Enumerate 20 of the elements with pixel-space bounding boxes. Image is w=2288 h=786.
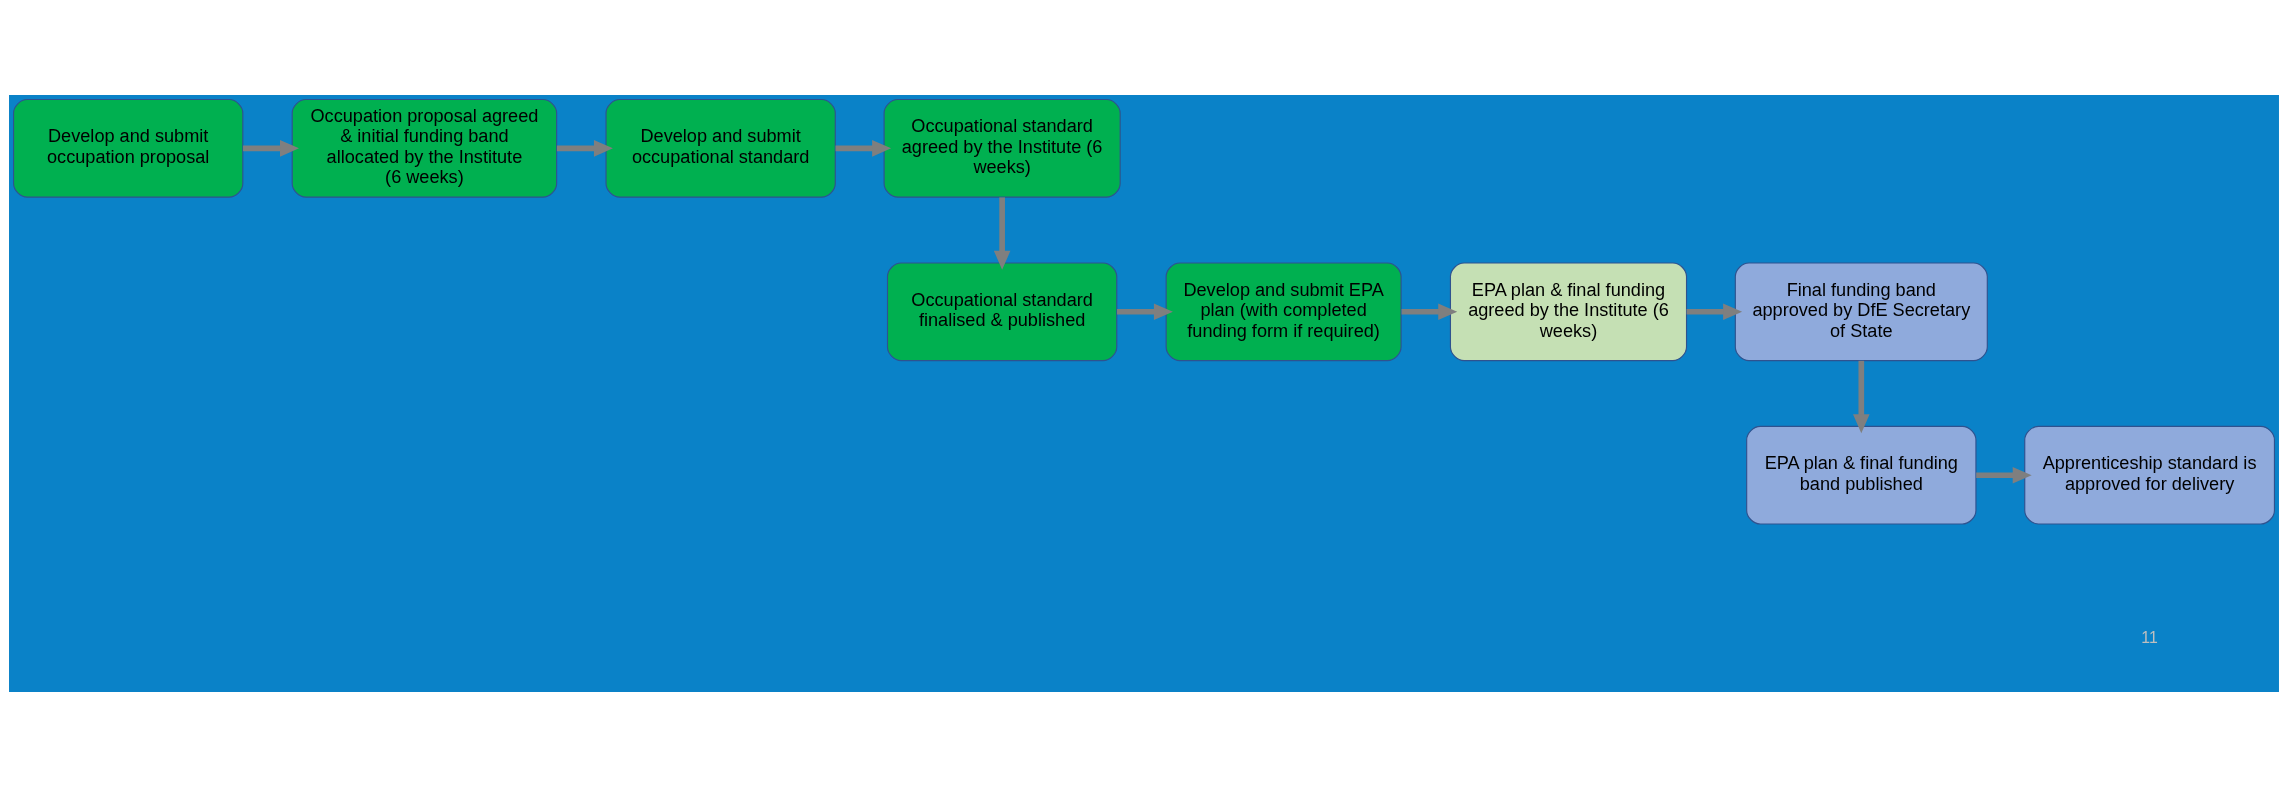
arrow [1401,302,1458,320]
node-box: Occupational standard finalised & published [886,261,1118,361]
node-box: Occupational standard agreed by the Institute (6 weeks) [883,98,1121,198]
node-box: Develop and submit EPA plan (with completed funding form if required) [1165,261,1402,361]
node-box: EPA plan & final funding agreed by the Institute (6 weeks) [1449,261,1688,361]
node-box: EPA plan & final funding band published [1746,425,1977,525]
arrow [1853,360,1870,433]
node-box: Final funding band approved by DfE Secretary of State [1734,261,1988,361]
node-box: Apprenticeship standard is approved for delivery [2024,425,2275,525]
label: 11 [2141,628,2158,646]
arrow [835,139,892,157]
arrow [556,139,613,157]
node-box: Develop and submit occupation proposal [13,98,244,198]
arrow [1976,466,2032,484]
arrow [1117,302,1173,320]
arrow [243,139,299,157]
node-box: Occupation proposal agreed & initial funding band allocated by the Institute (6 weeks) [291,98,558,198]
arrow [993,196,1011,270]
node-box: Develop and submit occupational standard [605,98,836,198]
arrow [1686,302,1743,320]
